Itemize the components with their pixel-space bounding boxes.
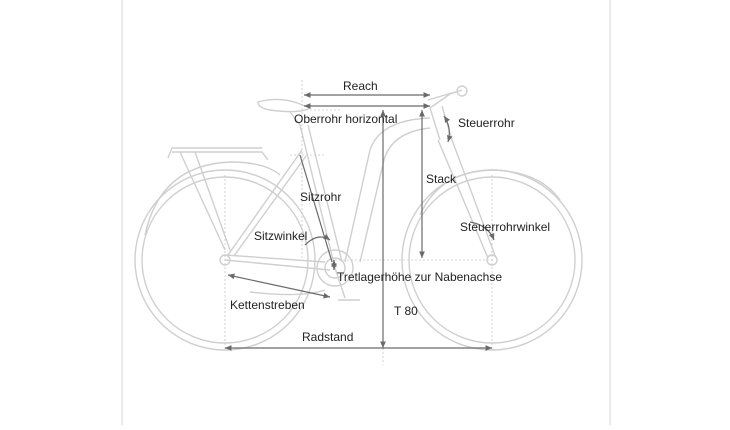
rear-rack: [144, 147, 281, 251]
saddle: [257, 98, 312, 126]
label-chainstay: Kettenstreben: [230, 298, 305, 312]
front-fender: [419, 169, 561, 216]
label-reach: Reach: [343, 79, 378, 93]
label-stack: Stack: [426, 172, 457, 186]
label-wheelbase: Radstand: [302, 330, 353, 344]
label-top-tube: Oberrohr horizontal: [294, 112, 397, 126]
label-head-tube: Steuerrohr: [458, 116, 515, 130]
dimension-lines: [225, 92, 495, 351]
label-seat-angle: Sitzwinkel: [254, 229, 307, 243]
label-bb-drop: Tretlagerhöhe zur Nabenachse: [337, 270, 502, 284]
label-head-angle: Steuerrohrwinkel: [460, 220, 550, 234]
label-seat-tube: Sitzrohr: [300, 190, 341, 204]
label-t80: T 80: [394, 304, 418, 318]
handlebar: [427, 85, 468, 109]
